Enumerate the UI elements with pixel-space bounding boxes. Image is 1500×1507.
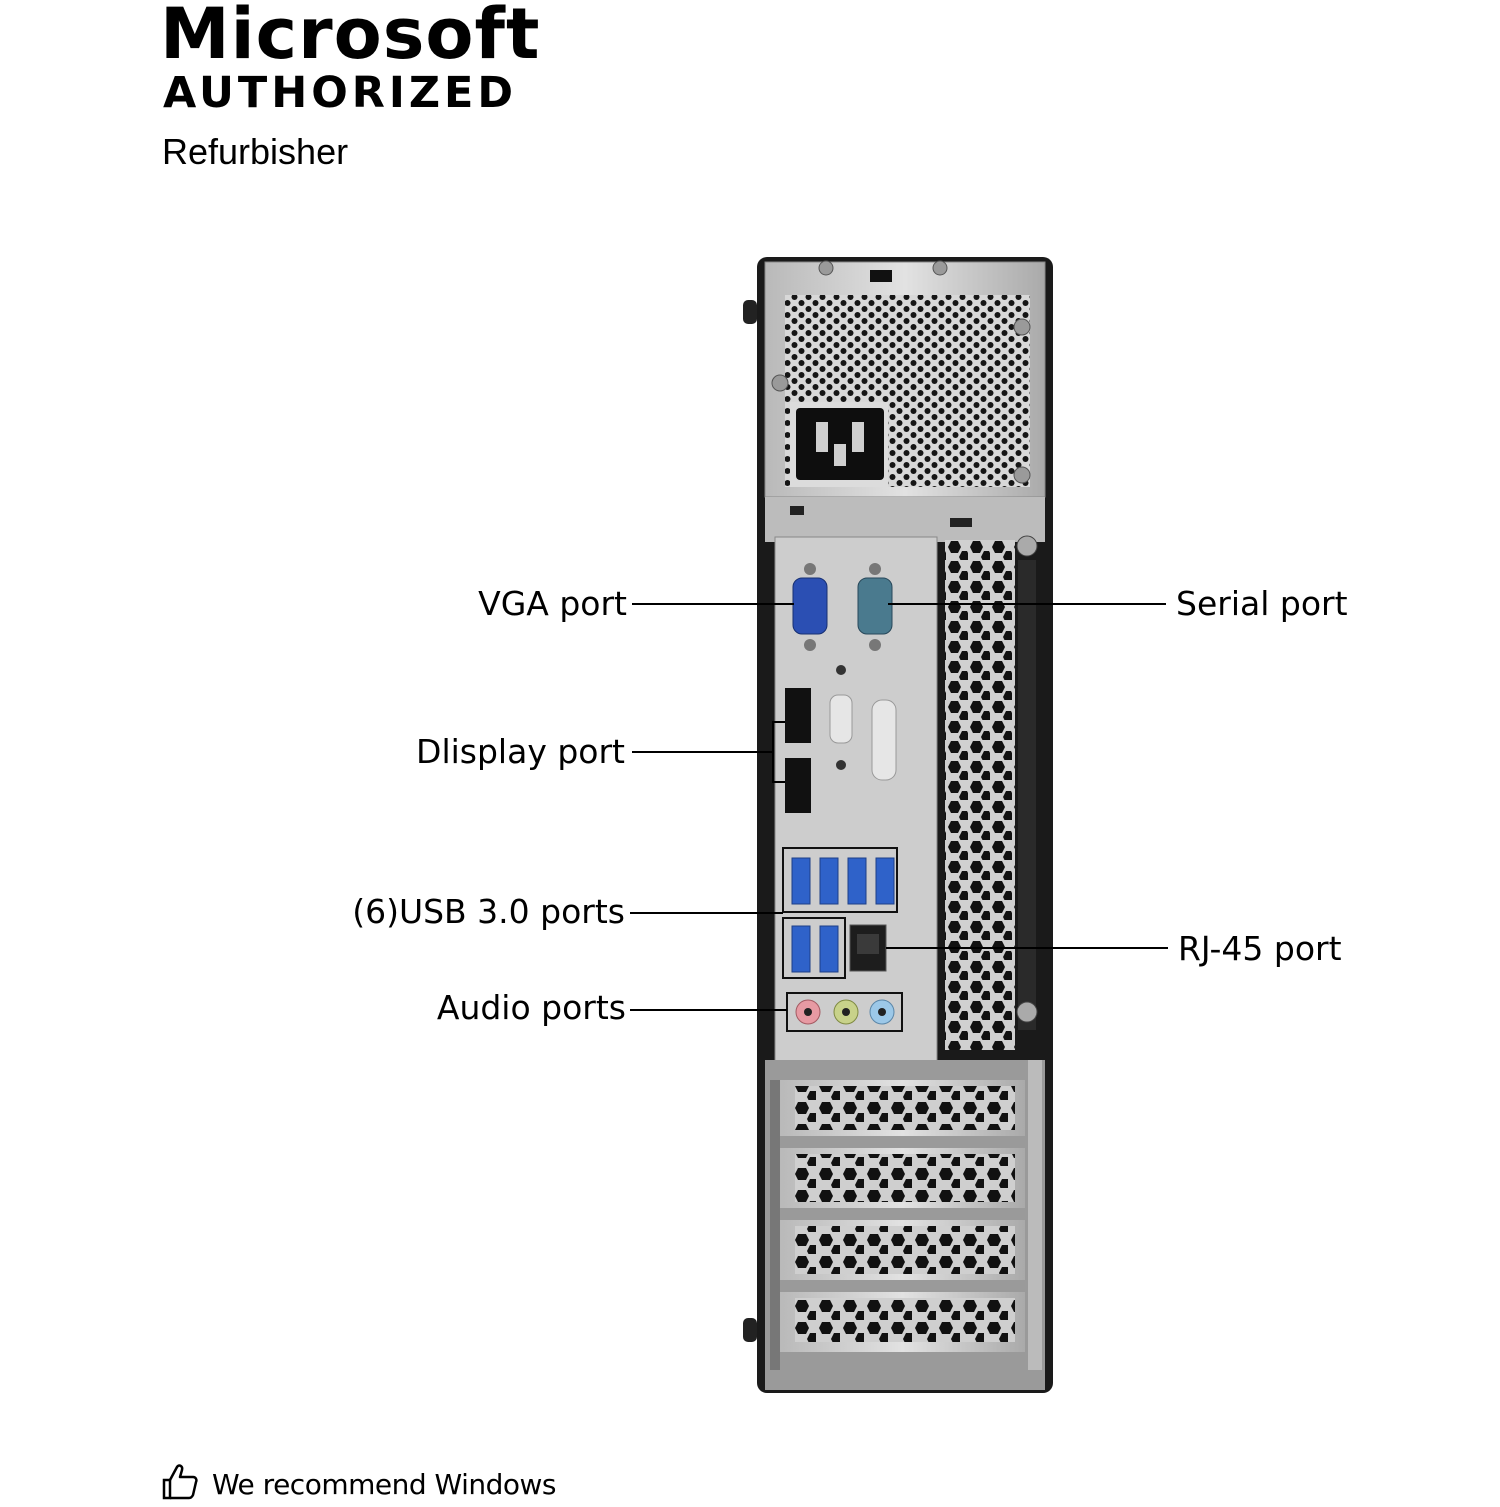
- side-vent: [945, 540, 1015, 1050]
- usb-port-5: [791, 925, 811, 973]
- usb-port-3: [847, 857, 867, 905]
- usb-port-4: [875, 857, 895, 905]
- usb-ports-label: (6)USB 3.0 ports: [352, 892, 625, 931]
- serial-port-label: Serial port: [1176, 584, 1348, 623]
- usb-port-1: [791, 857, 811, 905]
- footer-text: We recommend Windows: [212, 1467, 557, 1501]
- display-port-label: Dlisplay port: [416, 732, 625, 771]
- badge-role: Refurbisher: [162, 131, 349, 172]
- thumbs-up-icon: [160, 1462, 200, 1507]
- audio-ports-label: Audio ports: [436, 988, 626, 1027]
- displayport-2: [785, 758, 811, 813]
- expansion-slot-3: [795, 1226, 1015, 1274]
- displayport-1: [785, 688, 811, 743]
- expansion-slot-4: [795, 1298, 1015, 1342]
- usb-port-6: [819, 925, 839, 973]
- serial-port: [857, 577, 893, 635]
- badge-brand: Microsoft: [160, 0, 541, 75]
- footer-recommendation: We recommend Windows: [160, 1462, 557, 1507]
- vga-port: [792, 577, 828, 635]
- usb-port-2: [819, 857, 839, 905]
- vga-port-label: VGA port: [478, 584, 627, 623]
- expansion-slot-2: [795, 1154, 1015, 1202]
- rj45-port-label: RJ-45 port: [1178, 929, 1342, 968]
- badge-status: AUTHORIZED: [163, 68, 518, 118]
- callout-lines: [630, 603, 1168, 1011]
- expansion-slot-1: [795, 1086, 1015, 1130]
